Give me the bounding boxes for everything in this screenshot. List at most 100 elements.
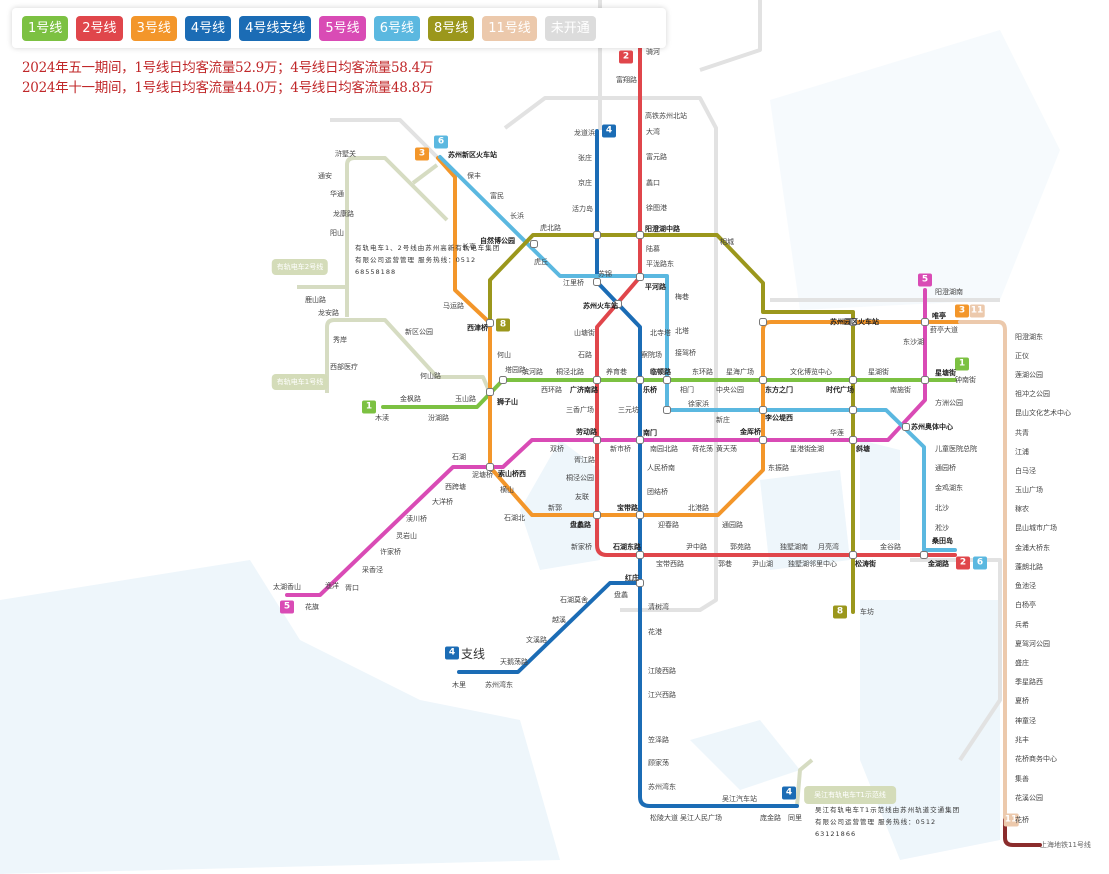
station-label[interactable]: 花旗 <box>305 603 319 611</box>
station-label[interactable]: 尹中路 <box>686 543 707 551</box>
tram-line-1-badge[interactable]: 有轨电车1号线 <box>271 374 329 390</box>
station-label[interactable]: 庞金路 <box>760 814 781 822</box>
station-label[interactable]: 斜塘 <box>856 445 870 453</box>
station-label[interactable]: 星港街 <box>790 445 811 453</box>
station-label[interactable]: 松涛街 <box>855 560 876 568</box>
station-label[interactable]: 西津桥 <box>467 324 488 332</box>
station-label[interactable]: 新区公园 <box>405 328 433 336</box>
station-label[interactable]: 渔洋 <box>325 582 339 590</box>
station-label[interactable]: 高铁苏州北站 <box>645 112 687 120</box>
station-label[interactable]: 迎春路 <box>658 521 679 529</box>
station-label[interactable]: 中央公园 <box>716 386 744 394</box>
interchange-marker[interactable] <box>663 376 671 384</box>
station-label[interactable]: 阳澄湖东 <box>1015 333 1043 341</box>
station-label[interactable]: 昆山文化艺术中心 <box>1015 409 1071 417</box>
station-label[interactable]: 黄天荡 <box>716 445 737 453</box>
station-label[interactable]: 车坊 <box>860 608 874 616</box>
station-label[interactable]: 北沙 <box>935 504 949 512</box>
station-label[interactable]: 陆慕 <box>646 245 660 253</box>
station-label[interactable]: 渎川桥 <box>406 515 427 523</box>
station-label[interactable]: 独墅湖南 <box>780 543 808 551</box>
station-label[interactable]: 文溪路 <box>526 636 547 644</box>
station-label[interactable]: 兵希 <box>1015 621 1029 629</box>
station-label[interactable]: 花桥商务中心 <box>1015 755 1057 763</box>
line-11-shanghai[interactable] <box>1003 818 1042 847</box>
station-label[interactable]: 马运路 <box>443 302 464 310</box>
legend-line-9[interactable]: 11号线 <box>482 15 537 41</box>
station-label[interactable]: 何山路 <box>420 372 441 380</box>
station-label[interactable]: 东振路 <box>768 464 789 472</box>
station-label[interactable]: 木渎 <box>375 414 389 422</box>
interchange-marker[interactable] <box>759 376 767 384</box>
station-label[interactable]: 灵岩山 <box>396 532 417 540</box>
station-label[interactable]: 东沙湖 <box>903 338 924 346</box>
station-label[interactable]: 金浦大桥东 <box>1015 544 1050 552</box>
station-label[interactable]: 西部医疗 <box>330 363 358 371</box>
interchange-marker[interactable] <box>593 278 601 286</box>
station-label[interactable]: 龙安路 <box>318 309 339 317</box>
station-label[interactable]: 华通 <box>330 190 344 198</box>
line-4-branch[interactable] <box>457 581 642 674</box>
station-label[interactable]: 正仪 <box>1015 352 1029 360</box>
station-label[interactable]: 李公堤西 <box>765 414 793 422</box>
station-label[interactable]: 接驾桥 <box>675 349 696 357</box>
station-label[interactable]: 龙康路 <box>333 210 354 218</box>
station-label[interactable]: 玉山路 <box>455 395 476 403</box>
interchange-marker[interactable] <box>636 436 644 444</box>
station-label[interactable]: 团结桥 <box>647 488 668 496</box>
station-label[interactable]: 昆山城市广场 <box>1015 524 1057 532</box>
station-label[interactable]: 察院场 <box>641 351 662 359</box>
station-label[interactable]: 富翔路 <box>616 76 637 84</box>
station-label[interactable]: 太湖香山 <box>273 583 301 591</box>
station-label[interactable]: 友联 <box>575 493 589 501</box>
station-label[interactable]: 金谷路 <box>880 543 901 551</box>
line-4[interactable] <box>595 129 799 808</box>
interchange-marker[interactable] <box>636 273 644 281</box>
station-label[interactable]: 桑田岛 <box>932 537 953 545</box>
station-label[interactable]: 富元路 <box>646 153 667 161</box>
line-6[interactable] <box>438 155 957 552</box>
station-label[interactable]: 神童泾 <box>1015 717 1036 725</box>
station-label[interactable]: 浒墅关 <box>335 150 356 158</box>
station-label[interactable]: 京庄 <box>578 179 592 187</box>
legend-line-4[interactable]: 4号线 <box>184 15 232 41</box>
station-label[interactable]: 北港路 <box>688 504 709 512</box>
station-label[interactable]: 新郭 <box>548 504 562 512</box>
station-label[interactable]: 三元坊 <box>618 406 639 414</box>
station-label[interactable]: 顾家荡 <box>648 759 669 767</box>
station-label[interactable]: 南施街 <box>890 386 911 394</box>
station-label[interactable]: 临顿路 <box>650 368 671 376</box>
station-label[interactable]: 夏驾河公园 <box>1015 640 1050 648</box>
station-label[interactable]: 郭巷 <box>718 560 732 568</box>
station-label[interactable]: 西环路 <box>541 386 562 394</box>
station-label[interactable]: 稼农 <box>1015 505 1029 513</box>
legend-line-1[interactable]: 1号线 <box>22 15 69 41</box>
station-label[interactable]: 金厍桥 <box>740 428 761 436</box>
station-label[interactable]: 苏州湾东 <box>648 783 676 791</box>
station-label[interactable]: 劳动路 <box>576 428 597 436</box>
station-label[interactable]: 月亮湾 <box>818 543 839 551</box>
station-label[interactable]: 淞沙 <box>935 524 949 532</box>
station-label[interactable]: 平泷路东 <box>646 260 674 268</box>
legend-line-8[interactable]: 8号线 <box>427 15 475 41</box>
station-label[interactable]: 滨河路 <box>522 368 543 376</box>
station-label[interactable]: 金湖路 <box>928 560 949 568</box>
station-label[interactable]: 人民桥南 <box>647 464 675 472</box>
station-label[interactable]: 三香广场 <box>566 406 594 414</box>
station-label[interactable]: 塔园路 <box>505 366 526 374</box>
station-label[interactable]: 星海广场 <box>726 368 754 376</box>
tram-t1-badge[interactable]: 吴江有轨电车T1示范线 <box>804 786 896 804</box>
station-label[interactable]: 吴江汽车站 <box>722 795 757 803</box>
station-label[interactable]: 采香泾 <box>362 566 383 574</box>
station-label[interactable]: 许家桥 <box>380 548 401 556</box>
station-label[interactable]: 星湖街 <box>868 368 889 376</box>
station-label[interactable]: 星塘街 <box>935 369 956 377</box>
station-label[interactable]: 盛庄 <box>1015 659 1029 667</box>
station-label[interactable]: 苏州湾东 <box>485 681 513 689</box>
station-label[interactable]: 阳澄湖南 <box>935 288 963 296</box>
interchange-marker[interactable] <box>593 231 601 239</box>
station-label[interactable]: 富民 <box>490 192 504 200</box>
station-label[interactable]: 宝带西路 <box>656 560 684 568</box>
station-label[interactable]: 长亭 <box>462 243 476 251</box>
line-5[interactable] <box>285 288 927 597</box>
